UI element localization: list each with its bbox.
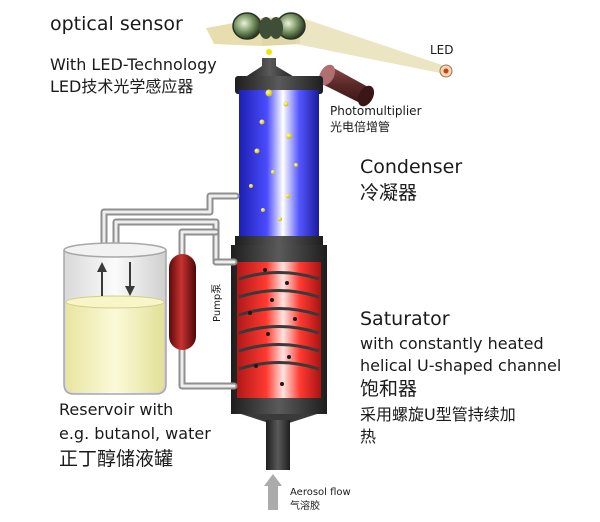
aerosol-flow-label-en: Aerosol flow [290,487,351,498]
inlet-pipe [266,420,290,470]
reservoir-down-arrow [125,262,135,296]
photomultiplier [318,64,375,107]
saturator-particles [248,268,297,386]
helical-channel [238,271,320,371]
led-label: LED [430,43,454,57]
reservoir-up-arrow [97,262,107,296]
saturator-desc-line1: with constantly heated [360,334,544,353]
saturator-desc-zh-line1: 采用螺旋U型管持续加 [360,405,516,424]
led-technology-label-en: With LED-Technology [50,55,217,74]
pump [169,254,196,350]
optics-droplet [266,49,272,55]
saturator-desc-line2: helical U-shaped channel [360,356,562,375]
tubing [100,192,240,390]
saturator-base [231,398,327,424]
condenser-label-zh: 冷凝器 [360,182,418,204]
led-technology-label-zh: LED技术光学感应器 [50,77,194,96]
nozzle [244,58,296,78]
optics-lens-left [232,12,273,40]
photomultiplier-label-zh: 光电倍增管 [330,120,391,134]
reservoir-label-en-line1: Reservoir with [59,400,174,419]
optics-lens-right [269,12,306,40]
optical-sensor-title: optical sensor [50,13,183,35]
reservoir-label-zh: 正丁醇储液罐 [59,448,174,470]
photomultiplier-label-en: Photomultiplier [330,104,422,118]
aerosol-flow-arrow [264,474,282,510]
led-light [439,64,453,78]
condenser-droplets [249,89,298,221]
reservoir [63,242,167,395]
saturator [231,245,327,402]
aerosol-flow-label-zh: 气溶胶 [290,501,320,512]
reservoir-label-en-line2: e.g. butanol, water [59,424,211,443]
saturator-desc-zh-line2: 热 [360,427,377,446]
saturator-label-en: Saturator [360,308,450,330]
pump-label: Pump泵 [212,283,223,322]
saturator-label-zh: 饱和器 [360,378,418,400]
condenser-label-en: Condenser [360,156,463,178]
condenser [235,76,323,254]
